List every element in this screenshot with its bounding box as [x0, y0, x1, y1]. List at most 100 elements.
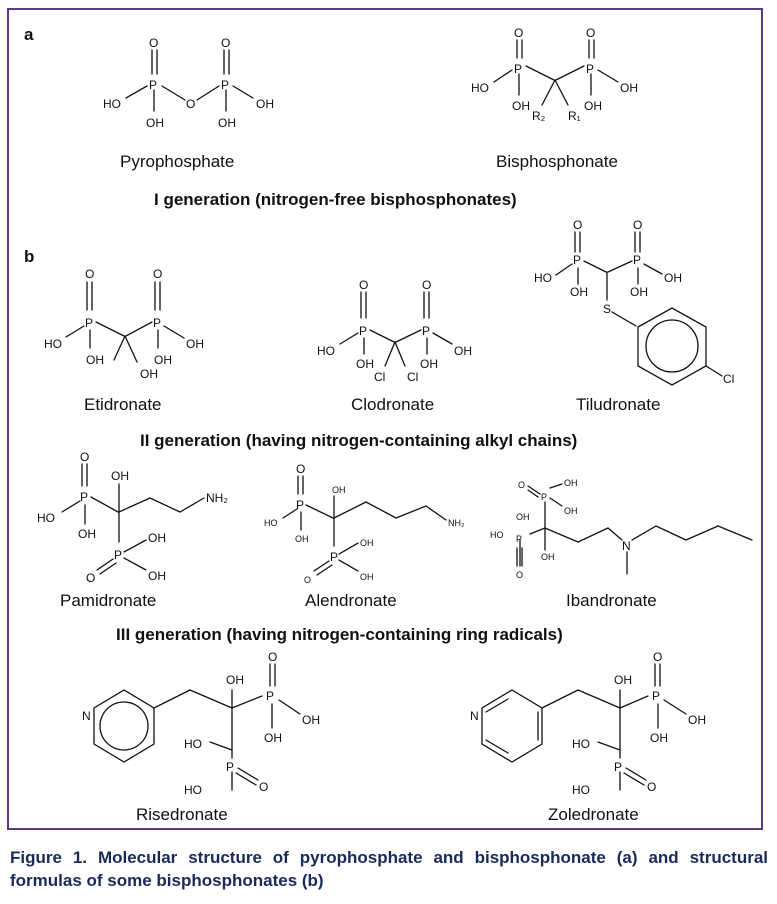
atom-oh: OH: [564, 478, 578, 488]
atom-o: O: [422, 278, 431, 292]
name-ibandronate: Ibandronate: [566, 591, 657, 610]
atom-oh: OH: [356, 357, 374, 371]
alendronate-structure: O P OH HO OH NH₂ P OH OH O: [264, 462, 465, 585]
atom-oh: OH: [516, 512, 530, 522]
atom-oh: OH: [148, 531, 166, 545]
atom-n: N: [82, 709, 91, 723]
atom-oh: OH: [264, 731, 282, 745]
atom-ho: HO: [471, 81, 489, 95]
atom-oh: OH: [360, 572, 374, 582]
atom-oh: OH: [86, 353, 104, 367]
etidronate-structure: O O P P HO OH OH OH OH: [44, 267, 204, 381]
name-clodronate: Clodronate: [351, 395, 434, 414]
atom-o: O: [573, 218, 582, 232]
atom-p: P: [80, 490, 88, 504]
atom-oh: OH: [140, 367, 158, 381]
atom-o: O: [304, 575, 311, 585]
name-bisphosphonate: Bisphosphonate: [496, 152, 618, 171]
atom-o: O: [296, 462, 305, 476]
pyrophosphate-structure: O O P P O HO OH OH OH: [103, 36, 274, 130]
atom-n: N: [622, 539, 631, 553]
atom-ho: HO: [490, 530, 504, 540]
atom-oh: OH: [111, 469, 129, 483]
atom-oh: OH: [218, 116, 236, 130]
atom-p: P: [221, 78, 229, 92]
atom-oh: OH: [614, 673, 632, 687]
atom-o: O: [80, 450, 89, 464]
atom-p: P: [516, 534, 522, 544]
atom-oh: OH: [360, 538, 374, 548]
tiludronate-structure: O O P P HO OH OH OH S Cl: [534, 218, 734, 386]
atom-oh: OH: [146, 116, 164, 130]
atom-p: P: [586, 62, 594, 76]
atom-o: O: [259, 780, 268, 794]
atom-oh: OH: [148, 569, 166, 583]
atom-ho: HO: [44, 337, 62, 351]
panel-label-a: a: [24, 25, 34, 44]
atom-o: O: [186, 97, 195, 111]
atom-oh: OH: [226, 673, 244, 687]
atom-oh: OH: [541, 552, 555, 562]
atom-oh: OH: [154, 353, 172, 367]
heading-first-generation: I generation (nitrogen-free bisphosphona…: [154, 190, 517, 209]
atom-o: O: [653, 650, 662, 664]
atom-nh2: NH₂: [206, 491, 228, 505]
atom-oh: OH: [512, 99, 530, 113]
atom-oh: OH: [332, 485, 346, 495]
atom-oh: OH: [302, 713, 320, 727]
atom-p: P: [149, 78, 157, 92]
name-pamidronate: Pamidronate: [60, 591, 156, 610]
atom-s: S: [603, 302, 611, 316]
name-zoledronate: Zoledronate: [548, 805, 639, 824]
atom-oh: OH: [454, 344, 472, 358]
atom-ho: HO: [184, 783, 202, 797]
atom-p: P: [573, 253, 581, 267]
atom-ho: HO: [103, 97, 121, 111]
atom-oh: OH: [620, 81, 638, 95]
atom-oh: OH: [570, 285, 588, 299]
atom-oh: OH: [295, 534, 309, 544]
atom-p: P: [85, 316, 93, 330]
heading-third-generation: III generation (having nitrogen-containi…: [116, 625, 563, 644]
atom-ho: HO: [534, 271, 552, 285]
atom-p: P: [114, 548, 122, 562]
atom-p: P: [422, 324, 430, 338]
atom-p: P: [266, 689, 274, 703]
ibandronate-structure: O P OH OH OH HO P OH O N: [490, 478, 753, 580]
atom-nh2: NH₂: [448, 518, 465, 528]
atom-p: P: [330, 550, 338, 564]
atom-o: O: [647, 780, 656, 794]
atom-o: O: [516, 570, 523, 580]
atom-ho: HO: [37, 511, 55, 525]
name-etidronate: Etidronate: [84, 395, 162, 414]
bisphosphonate-structure: O O P P HO OH OH OH R₂ R₁: [471, 26, 638, 123]
atom-o: O: [359, 278, 368, 292]
atom-ho: HO: [184, 737, 202, 751]
atom-o: O: [86, 571, 95, 585]
atom-oh: OH: [664, 271, 682, 285]
figure-caption: Figure 1. Molecular structure of pyropho…: [10, 848, 768, 890]
panel-label-b: b: [24, 247, 34, 266]
atom-r1: R₁: [568, 109, 581, 123]
heading-second-generation: II generation (having nitrogen-containin…: [140, 431, 577, 450]
structure-diagram: a b O O P P O HO OH OH OH Pyrophosphate: [24, 25, 753, 824]
atom-oh: OH: [186, 337, 204, 351]
atom-oh: OH: [688, 713, 706, 727]
atom-oh: OH: [630, 285, 648, 299]
atom-o: O: [514, 26, 523, 40]
atom-p: P: [614, 760, 622, 774]
atom-o: O: [85, 267, 94, 281]
atom-ho: HO: [264, 518, 278, 528]
atom-ho: HO: [317, 344, 335, 358]
atom-oh: OH: [420, 357, 438, 371]
name-alendronate: Alendronate: [305, 591, 397, 610]
atom-o: O: [268, 650, 277, 664]
atom-p: P: [541, 492, 547, 502]
zoledronate-structure: N O OH P OH OH HO P O HO: [470, 650, 706, 797]
risedronate-structure: N O OH P OH OH HO P O HO: [82, 650, 320, 797]
atom-o: O: [153, 267, 162, 281]
atom-p: P: [359, 324, 367, 338]
figure-frame: [7, 8, 763, 830]
atom-p: P: [296, 498, 304, 512]
atom-oh: OH: [256, 97, 274, 111]
